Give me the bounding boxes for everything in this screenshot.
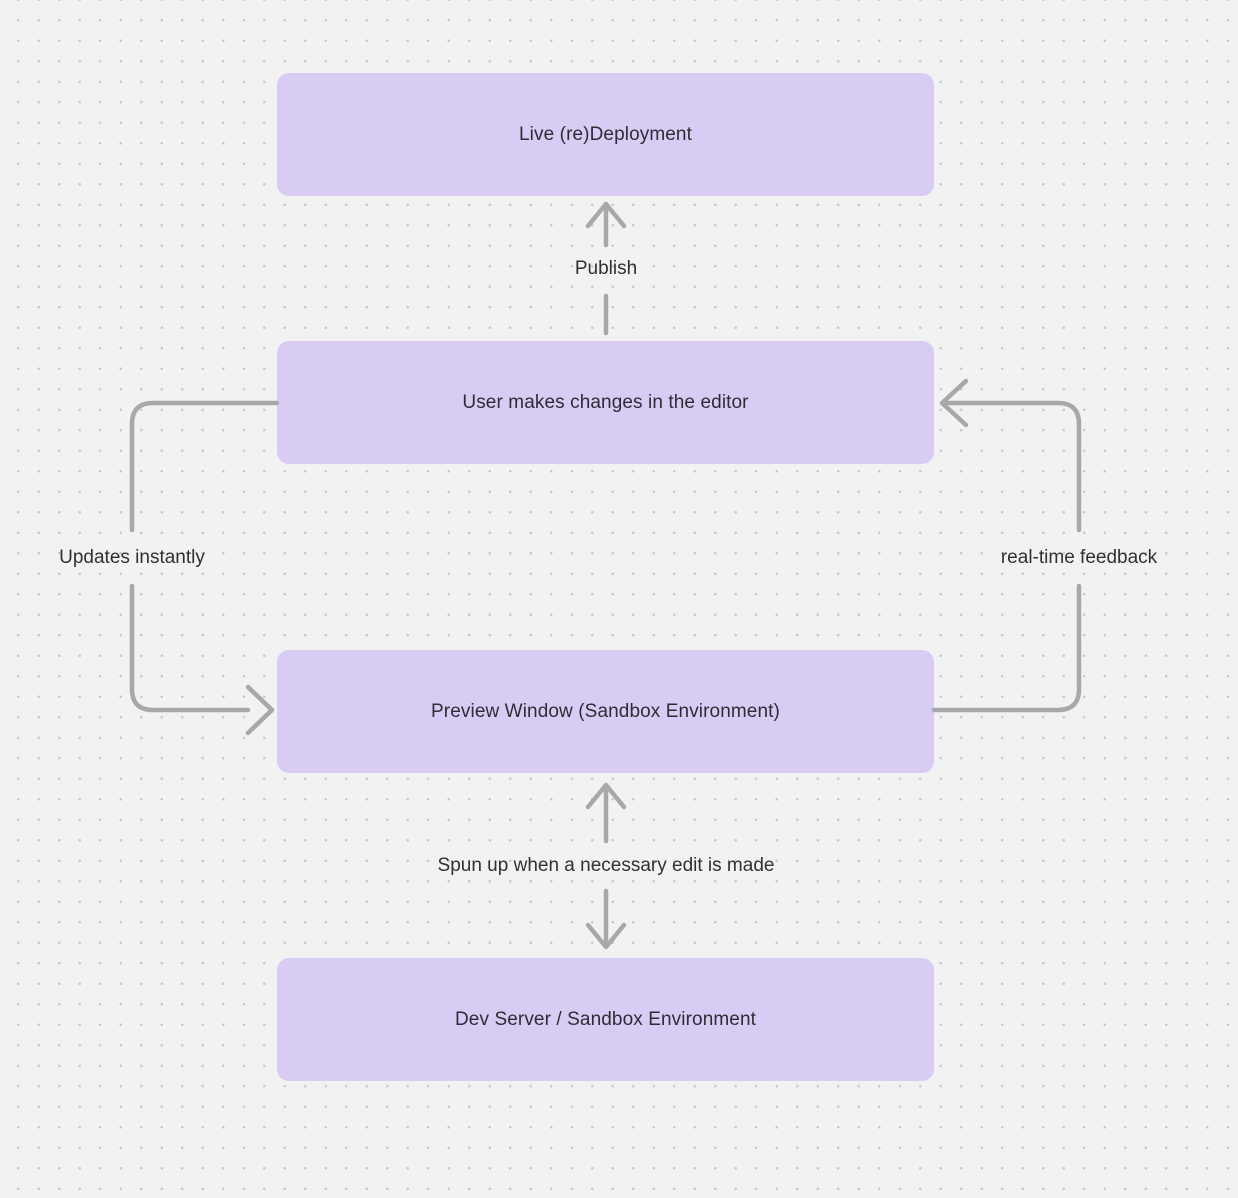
node-preview-window[interactable]: Preview Window (Sandbox Environment) [277, 650, 934, 773]
edge-label-real-time-feedback: real-time feedback [1000, 547, 1158, 568]
edge-label-spun-up: Spun up when a necessary edit is made [437, 855, 775, 876]
node-live-deployment[interactable]: Live (re)Deployment [277, 73, 934, 196]
edge-real-time-feedback-arrow [931, 378, 1082, 713]
node-dev-server-label: Dev Server / Sandbox Environment [454, 1008, 756, 1030]
node-live-deployment-label: Live (re)Deployment [519, 123, 692, 145]
arrowhead-up-icon [585, 782, 627, 810]
arrowhead-down-icon [585, 922, 627, 950]
node-preview-window-label: Preview Window (Sandbox Environment) [431, 700, 780, 722]
node-editor[interactable]: User makes changes in the editor [277, 341, 934, 464]
edge-label-publish: Publish [574, 258, 638, 279]
node-editor-label: User makes changes in the editor [462, 391, 749, 413]
arrowhead-right-icon [245, 684, 275, 736]
node-dev-server[interactable]: Dev Server / Sandbox Environment [277, 958, 934, 1081]
arrowhead-up-icon [585, 201, 627, 229]
edge-label-updates-instantly: Updates instantly [59, 547, 205, 568]
arrowhead-left-icon [939, 378, 969, 428]
